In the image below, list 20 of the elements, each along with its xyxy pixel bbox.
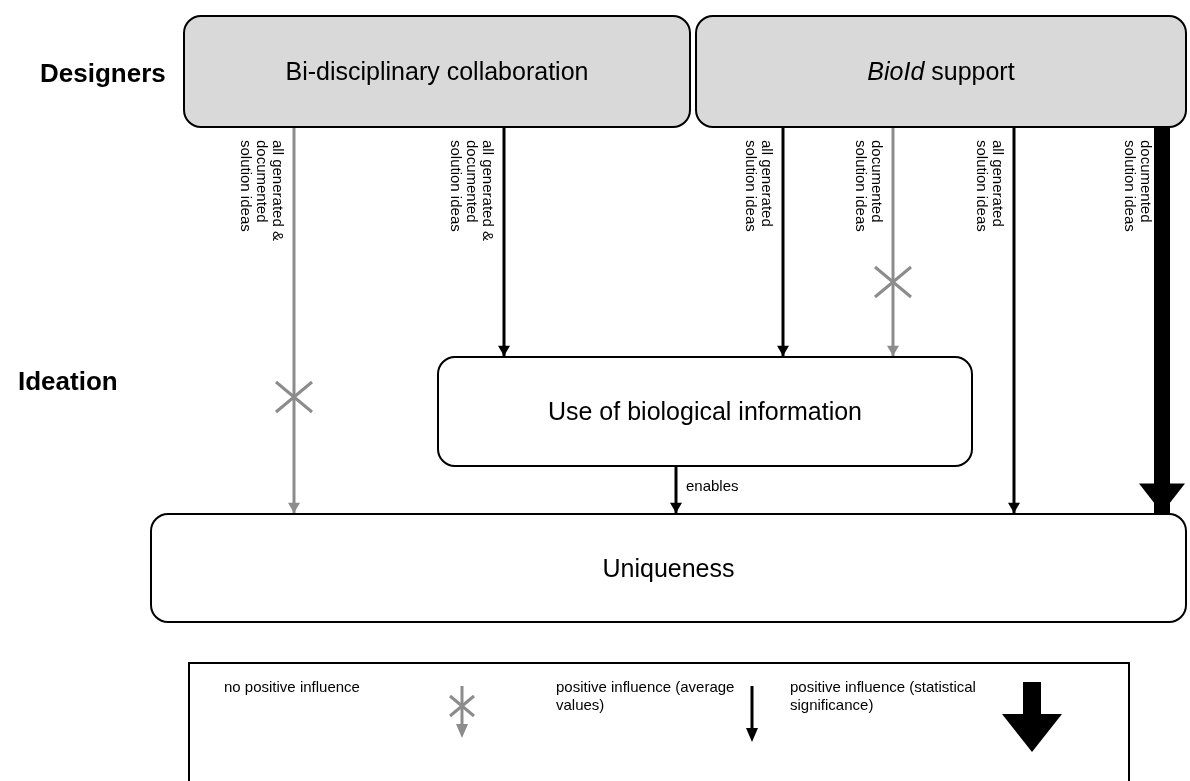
process-box bbox=[150, 513, 1187, 623]
row-label: Designers bbox=[40, 58, 166, 89]
legend-label: positive influence (statistical significance) bbox=[790, 678, 977, 714]
actor-box bbox=[183, 15, 691, 128]
node-label: Bi-disciplinary collaboration bbox=[285, 57, 589, 86]
legend-label: positive influence (average values) bbox=[556, 678, 736, 714]
node-label: BioId support bbox=[867, 57, 1015, 86]
actor-box bbox=[695, 15, 1187, 128]
row-label: Ideation bbox=[18, 366, 118, 397]
edge-label: documented solution ideas bbox=[1122, 140, 1154, 234]
edge-label: documented solution ideas bbox=[853, 140, 885, 234]
process-box bbox=[437, 356, 973, 467]
node-label: Uniqueness bbox=[602, 553, 735, 583]
edge-label: all generated & documented solution ideas bbox=[238, 140, 286, 243]
edge-label: all generated solution ideas bbox=[743, 140, 775, 234]
edge-label: enables bbox=[686, 478, 739, 494]
node-label: Use of biological information bbox=[547, 397, 863, 426]
legend-label: no positive influence bbox=[224, 678, 361, 696]
edge-label: all generated & documented solution ideas bbox=[448, 140, 496, 243]
edge-label: all generated solution ideas bbox=[974, 140, 1006, 234]
